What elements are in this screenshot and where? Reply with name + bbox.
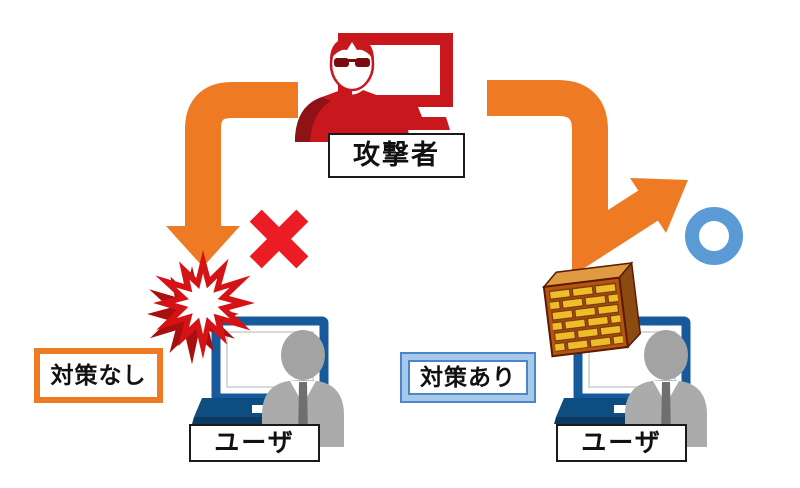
attack-arrow-right-deflected [487, 80, 688, 277]
sunglasses-icon [334, 58, 370, 67]
attacker-label: 攻撃者 [328, 133, 465, 178]
circle-mark-icon [685, 207, 743, 265]
firewall-brick-wall-icon [542, 261, 642, 358]
attack-arrow-left [166, 82, 298, 267]
hacker-with-monitor-icon [295, 33, 453, 142]
user-label-left: ユーザ [189, 424, 320, 462]
countermeasure-tag: 対策あり [400, 352, 536, 403]
x-mark-icon [249, 209, 309, 269]
no-countermeasure-tag: 対策なし [34, 348, 163, 403]
hacker-icon [295, 36, 409, 142]
user-label-right: ユーザ [556, 424, 687, 462]
